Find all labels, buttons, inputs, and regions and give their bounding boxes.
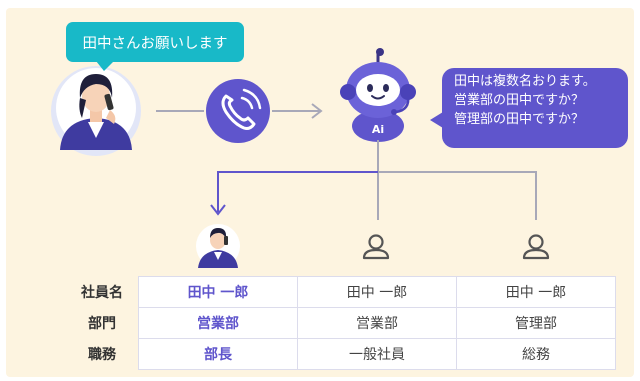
table-cell: 田中 一郎 <box>138 276 298 308</box>
tree-connectors <box>210 140 537 220</box>
ai-speech-line: 管理部の田中ですか？ <box>454 112 585 127</box>
ai-robot-icon <box>340 48 416 142</box>
row-label: 部門 <box>88 316 116 332</box>
selected-employee-avatar <box>196 224 240 268</box>
table-row: 部門 営業部 営業部 管理部 <box>66 307 616 339</box>
table-cell: 管理部 <box>456 307 616 339</box>
caller-speech-bubble: 田中さんお願いします <box>66 22 244 71</box>
table-cell: 営業部 <box>297 307 457 339</box>
caller-bubble-tail <box>96 61 114 71</box>
caller-avatar <box>51 66 141 156</box>
ai-badge: Ai <box>372 123 384 136</box>
person-icon <box>522 234 550 260</box>
person-icon <box>362 234 390 260</box>
ai-speech-bubble: 田中は複数名おります。 営業部の田中ですか？ 管理部の田中ですか？ <box>430 68 628 148</box>
table-row: 職務 部長 一般社員 総務 <box>66 338 616 370</box>
caller-speech-text: 田中さんお願いします <box>82 35 228 52</box>
row-label: 職務 <box>88 347 116 363</box>
table-cell: 田中 一郎 <box>456 276 616 308</box>
ai-speech-line: 田中は複数名おります。 <box>454 74 596 89</box>
employee-table: 社員名 田中 一郎 田中 一郎 田中 一郎 部門 営業部 営業部 管理部 職務 … <box>66 276 616 370</box>
ai-bubble-tail <box>430 112 443 128</box>
table-cell: 田中 一郎 <box>297 276 457 308</box>
phone-icon <box>206 79 270 143</box>
table-cell: 総務 <box>456 338 616 370</box>
arrowhead-ai <box>311 103 323 119</box>
table-row: 社員名 田中 一郎 田中 一郎 田中 一郎 <box>66 276 616 308</box>
ai-speech-line: 営業部の田中ですか？ <box>454 93 585 108</box>
table-cell: 営業部 <box>138 307 298 339</box>
row-label: 社員名 <box>81 285 123 301</box>
table-cell: 一般社員 <box>297 338 457 370</box>
table-cell: 部長 <box>138 338 298 370</box>
